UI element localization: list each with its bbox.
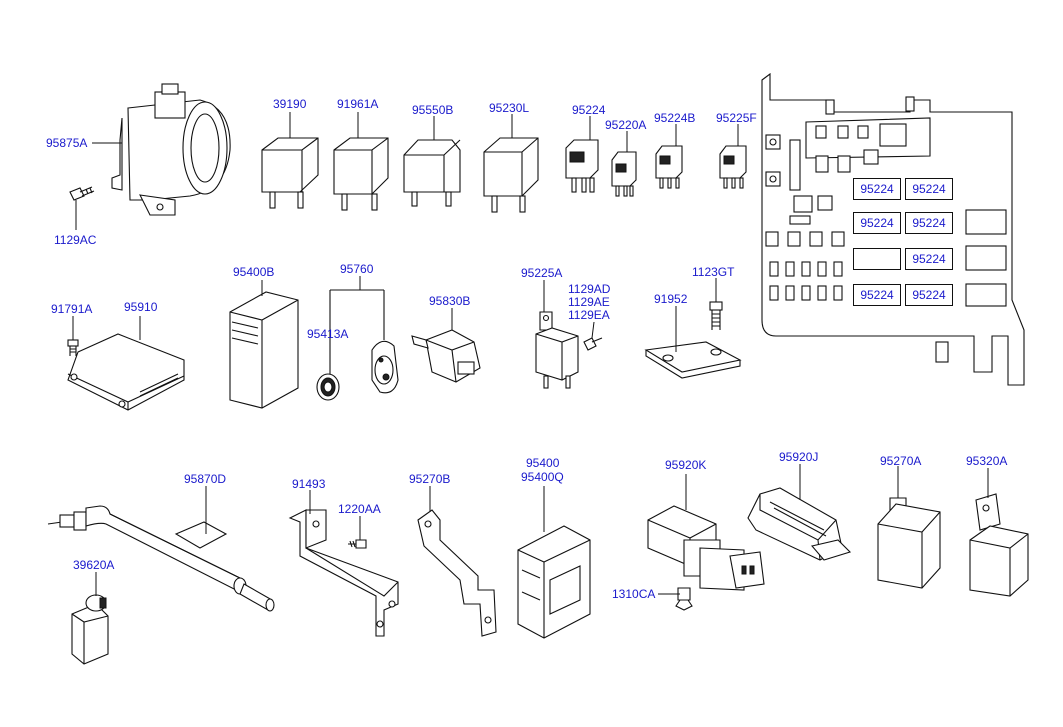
- label-95830b[interactable]: 95830B: [429, 294, 471, 308]
- relay-95920k-drawing: [647, 505, 765, 611]
- bolt-91791a-drawing: [67, 339, 79, 356]
- label-1123gt[interactable]: 1123GT: [692, 265, 735, 279]
- label-91952[interactable]: 91952: [654, 292, 688, 306]
- fuse-callout-95224[interactable]: 95224: [905, 178, 953, 200]
- bolt-1123gt-drawing: [709, 301, 723, 330]
- relay-95550b-drawing: [403, 139, 461, 207]
- label-39620a[interactable]: 39620A: [73, 558, 115, 572]
- label-1310ca[interactable]: 1310CA: [612, 587, 656, 601]
- relay-95224-drawing: [565, 139, 599, 193]
- label-95413a[interactable]: 95413A: [307, 327, 349, 341]
- fuse-slot-empty: [853, 248, 901, 270]
- label-91791a[interactable]: 91791A: [51, 302, 93, 316]
- label-1129ea[interactable]: 1129EA: [568, 308, 610, 322]
- relay-91961a-drawing: [333, 137, 389, 211]
- label-95920j[interactable]: 95920J: [779, 450, 819, 464]
- fuse-callout-95224[interactable]: 95224: [905, 284, 953, 306]
- label-95220a[interactable]: 95220A: [605, 118, 647, 132]
- sensor-39620a-drawing: [71, 594, 109, 665]
- label-1129ac[interactable]: 1129AC: [54, 233, 97, 247]
- bracket-91493-drawing: [288, 509, 399, 637]
- bracket-95760: [329, 289, 385, 374]
- label-95225a[interactable]: 95225A: [521, 266, 563, 280]
- label-95760[interactable]: 95760: [340, 262, 374, 276]
- module-95910-drawing: [67, 333, 185, 411]
- fuse-callout-95224[interactable]: 95224: [853, 284, 901, 306]
- module-95320a-drawing: [969, 493, 1029, 597]
- label-91493[interactable]: 91493: [292, 477, 326, 491]
- label-95875a[interactable]: 95875A: [46, 136, 88, 150]
- label-95230l[interactable]: 95230L: [489, 101, 530, 115]
- part-95875a-drawing: [111, 83, 231, 216]
- label-95910[interactable]: 95910: [124, 300, 158, 314]
- plate-91952-drawing: [644, 341, 742, 379]
- label-95400q[interactable]: 95400Q: [521, 470, 564, 484]
- label-95400b[interactable]: 95400B: [233, 265, 275, 279]
- fuse-callout-95224[interactable]: 95224: [853, 178, 901, 200]
- relay-95230l-drawing: [483, 137, 539, 213]
- label-39190[interactable]: 39190: [273, 97, 307, 111]
- module-95400b-drawing: [229, 291, 299, 409]
- bolt-1220aa-drawing: [348, 539, 367, 549]
- label-95224b[interactable]: 95224B: [654, 111, 696, 125]
- label-1129ae[interactable]: 1129AE: [568, 295, 610, 309]
- antenna-95870d-drawing: [47, 505, 275, 612]
- label-1220aa[interactable]: 1220AA: [338, 502, 381, 516]
- relay-95225f-drawing: [719, 145, 747, 189]
- module-95400-drawing: [517, 525, 591, 639]
- leader-1129ad: [591, 321, 595, 339]
- fuse-callout-95224[interactable]: 95224: [905, 212, 953, 234]
- label-95270a[interactable]: 95270A: [880, 454, 922, 468]
- label-95320a[interactable]: 95320A: [966, 454, 1008, 468]
- label-95920k[interactable]: 95920K: [665, 458, 707, 472]
- key-fob-95760-drawing: [371, 340, 399, 394]
- relay-39190-drawing: [261, 137, 319, 209]
- connector-95920j-drawing: [747, 487, 852, 561]
- label-91961a[interactable]: 91961A: [337, 97, 379, 111]
- relay-95224b-drawing: [655, 145, 683, 189]
- label-1129ad[interactable]: 1129AD: [568, 282, 611, 296]
- label-95870d[interactable]: 95870D: [184, 472, 227, 486]
- relay-95220a-drawing: [611, 151, 637, 197]
- relay-95830b-drawing: [411, 329, 481, 383]
- bracket-95270b-drawing: [417, 509, 497, 637]
- screw-1129ad-drawing: [583, 337, 603, 351]
- label-95225f[interactable]: 95225F: [716, 111, 757, 125]
- label-95550b[interactable]: 95550B: [412, 103, 454, 117]
- ring-95413a-drawing: [316, 373, 340, 401]
- label-95270b[interactable]: 95270B: [409, 472, 451, 486]
- fuse-callout-95224[interactable]: 95224: [905, 248, 953, 270]
- label-95224[interactable]: 95224: [572, 103, 606, 117]
- relay-95225a-drawing: [535, 311, 579, 389]
- fuse-callout-95224[interactable]: 95224: [853, 212, 901, 234]
- module-95270a-drawing: [877, 497, 941, 589]
- label-95400[interactable]: 95400: [526, 456, 560, 470]
- bolt-1129ac-drawing: [69, 186, 95, 201]
